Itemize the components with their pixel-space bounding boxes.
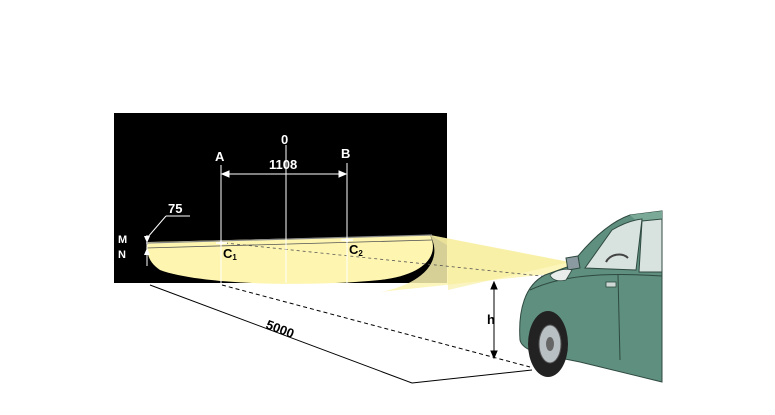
beam-pattern — [147, 235, 433, 284]
label-height: h — [487, 312, 495, 327]
label-c2-sub: 2 — [358, 249, 363, 258]
label-width: 1108 — [269, 157, 297, 172]
dimension-h — [490, 280, 498, 360]
label-c1-sub: 1 — [232, 253, 237, 262]
wheel-center — [546, 337, 554, 351]
ground-line-near — [411, 369, 533, 384]
door-handle — [605, 281, 617, 288]
cutoff-line-lower — [145, 239, 433, 249]
door-line — [617, 274, 621, 361]
side-window — [638, 218, 663, 273]
ground-line-far — [149, 284, 413, 384]
label-c1-main: C — [223, 246, 233, 261]
label-b: B — [341, 146, 350, 161]
hood-line — [529, 274, 663, 291]
label-m: M — [118, 234, 127, 246]
headlight — [549, 268, 573, 282]
label-c2: C2 — [349, 242, 363, 258]
dimension-1108 — [220, 170, 348, 178]
beam-center-dashed — [224, 242, 561, 279]
label-c2-main: C — [349, 242, 359, 257]
car — [519, 210, 663, 383]
mirror — [565, 255, 581, 271]
label-offset: 75 — [168, 201, 182, 216]
label-zero: 0 — [281, 132, 288, 147]
label-distance: 5000 — [264, 317, 296, 341]
label-c1: C1 — [223, 246, 237, 262]
ground-lines — [149, 284, 533, 384]
label-n: N — [118, 249, 126, 261]
steering-wheel — [605, 253, 629, 263]
marker-c2 — [341, 238, 353, 242]
offset-arrows — [144, 236, 150, 255]
label-a: A — [215, 149, 225, 164]
cutoff-line — [145, 234, 433, 244]
marker-c1 — [216, 241, 227, 245]
light-cone-upper — [430, 235, 570, 290]
